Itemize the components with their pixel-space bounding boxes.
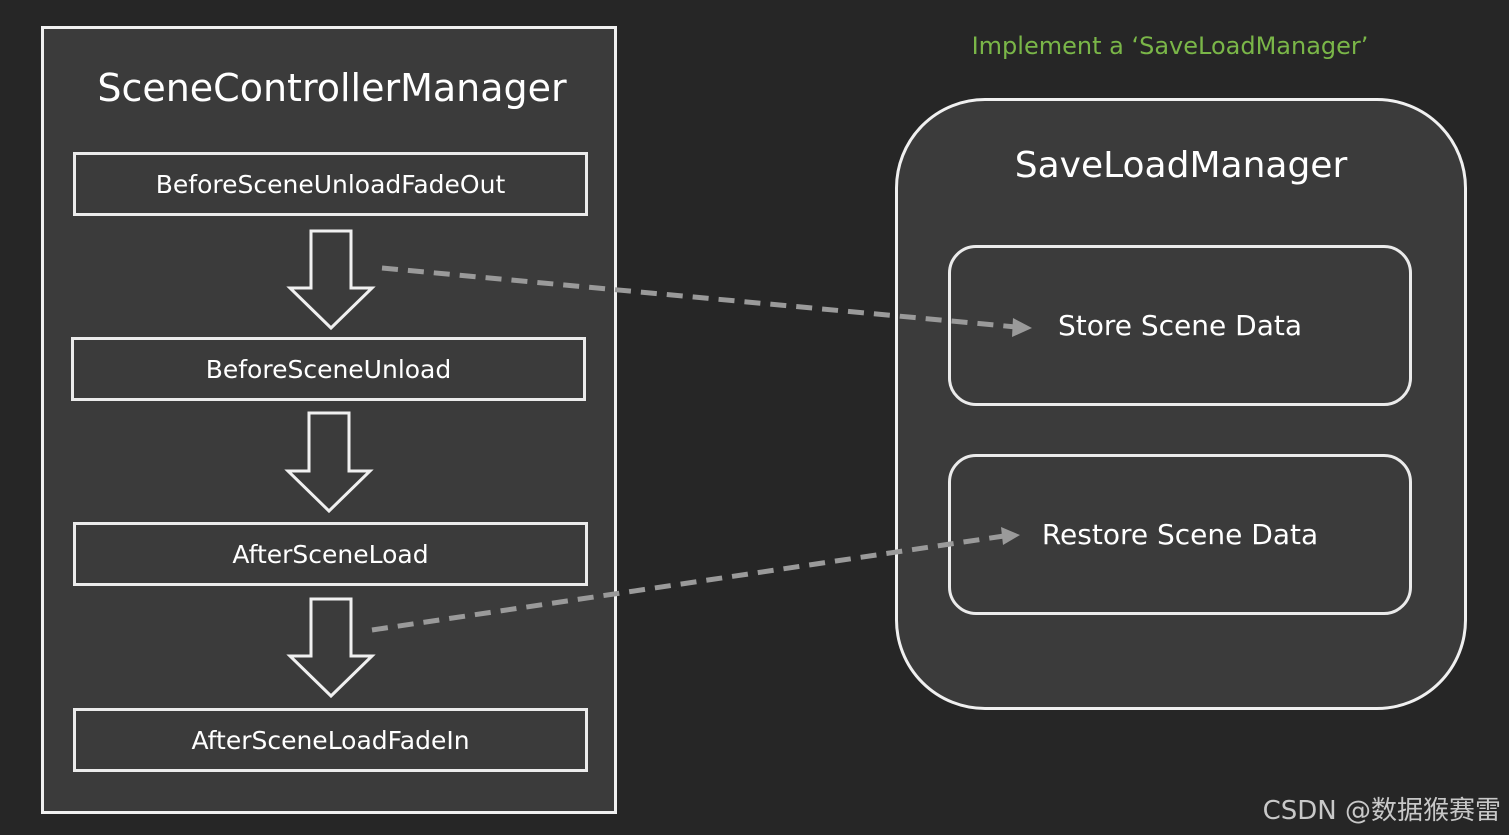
step-after-scene-load-fade-in: AfterSceneLoadFadeIn — [73, 708, 588, 772]
restore-scene-data-box: Restore Scene Data — [948, 454, 1412, 615]
save-load-manager-title: SaveLoadManager — [1014, 145, 1348, 186]
step-after-scene-load: AfterSceneLoad — [73, 522, 588, 586]
store-scene-data-box: Store Scene Data — [948, 245, 1412, 406]
step-before-scene-unload-fade-out: BeforeSceneUnloadFadeOut — [73, 152, 588, 216]
scene-controller-manager-panel: SceneControllerManager — [41, 26, 617, 814]
watermark-text: CSDN @数据猴赛雷 — [1262, 796, 1501, 826]
scene-controller-manager-title: SceneControllerManager — [97, 66, 567, 110]
annotation-text: Implement a ‘SaveLoadManager’ — [971, 32, 1369, 60]
step-before-scene-unload: BeforeSceneUnload — [71, 337, 586, 401]
